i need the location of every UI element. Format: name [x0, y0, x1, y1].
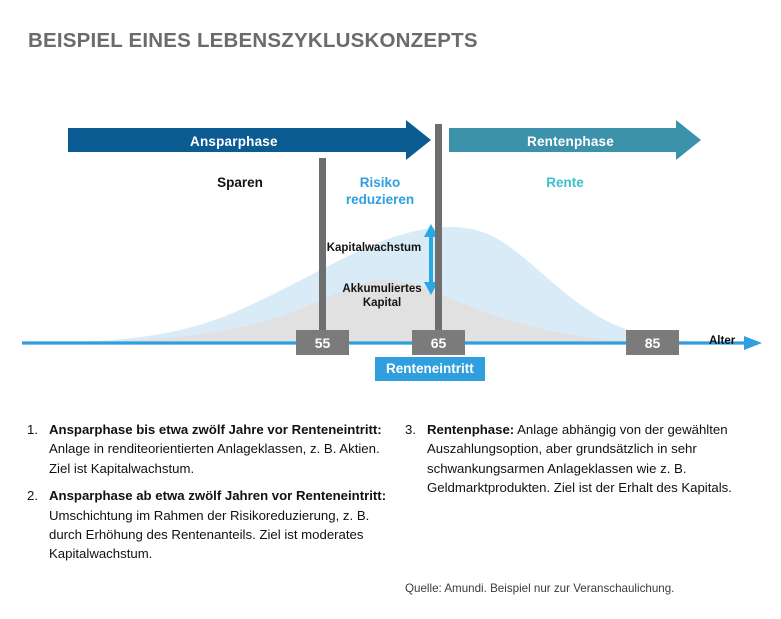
age-marker-55: 55: [296, 330, 349, 355]
divider-bar-age-55: [319, 158, 326, 343]
caption-rente: Rente: [546, 175, 584, 190]
axis-title-alter: Alter: [709, 335, 736, 347]
akkumuliertes-kapital-area: [22, 279, 760, 344]
ansparphase-arrow: [68, 120, 431, 160]
status-badge-renteneintritt: Renteneintritt: [375, 357, 485, 381]
list-item-lead: Rentenphase:: [427, 422, 515, 437]
list-item: 2. Ansparphase ab etwa zwölf Jahren vor R…: [27, 486, 392, 564]
age-marker-65: 65: [412, 330, 465, 355]
page-title: BEISPIEL EINES LEBENSZYKLUSKONZEPTS: [28, 29, 478, 52]
lifecycle-figure: Ansparphase Rentenphase Sparen Risiko re…: [0, 100, 781, 400]
rentenphase-arrow-label: Rentenphase: [527, 134, 614, 149]
list-item-lead: Ansparphase bis etwa zwölf Jahre vor Ren…: [49, 422, 382, 437]
caption-risiko-reduzieren: Risiko reduzieren: [345, 175, 415, 207]
list-item-lead: Ansparphase ab etwa zwölf Jahren vor Ren…: [49, 488, 387, 504]
caption-sparen: Sparen: [217, 175, 263, 190]
label-akkumuliertes-kapital: Akkumuliertes Kapital: [342, 283, 422, 309]
label-kapitalwachstum: Kapitalwachstum: [326, 242, 422, 254]
notes-column-left: 1. Ansparphase bis etwa zwölf Jahre vor R…: [27, 420, 392, 572]
list-item-number: 2.: [27, 488, 38, 504]
list-item-number: 3.: [405, 422, 416, 437]
rentenphase-arrow: [449, 120, 701, 160]
list-item-number: 1.: [27, 422, 38, 437]
divider-bar-age-65: [435, 124, 442, 343]
list-item-body: Umschichtung im Rahmen der Risikoreduzie…: [49, 507, 370, 562]
list-item-body: Anlage in renditeorientierten Anlageklas…: [49, 441, 380, 476]
list-item-body: Anlage abhängig von der gewählten Auszah…: [427, 422, 732, 496]
age-marker-85: 85: [626, 330, 679, 355]
list-item: 1. Ansparphase bis etwa zwölf Jahre vor R…: [27, 420, 392, 478]
phase-arrows: [68, 120, 701, 160]
kapitalwachstum-arrow-icon: [424, 224, 438, 295]
list-item: 3. Rentenphase: Anlage abhängig von der g…: [405, 420, 750, 498]
source-note: Quelle: Amundi. Beispiel nur zur Veransc…: [405, 582, 675, 595]
notes-column-right: 3. Rentenphase: Anlage abhängig von der g…: [405, 420, 750, 506]
ansparphase-arrow-label: Ansparphase: [190, 134, 278, 149]
